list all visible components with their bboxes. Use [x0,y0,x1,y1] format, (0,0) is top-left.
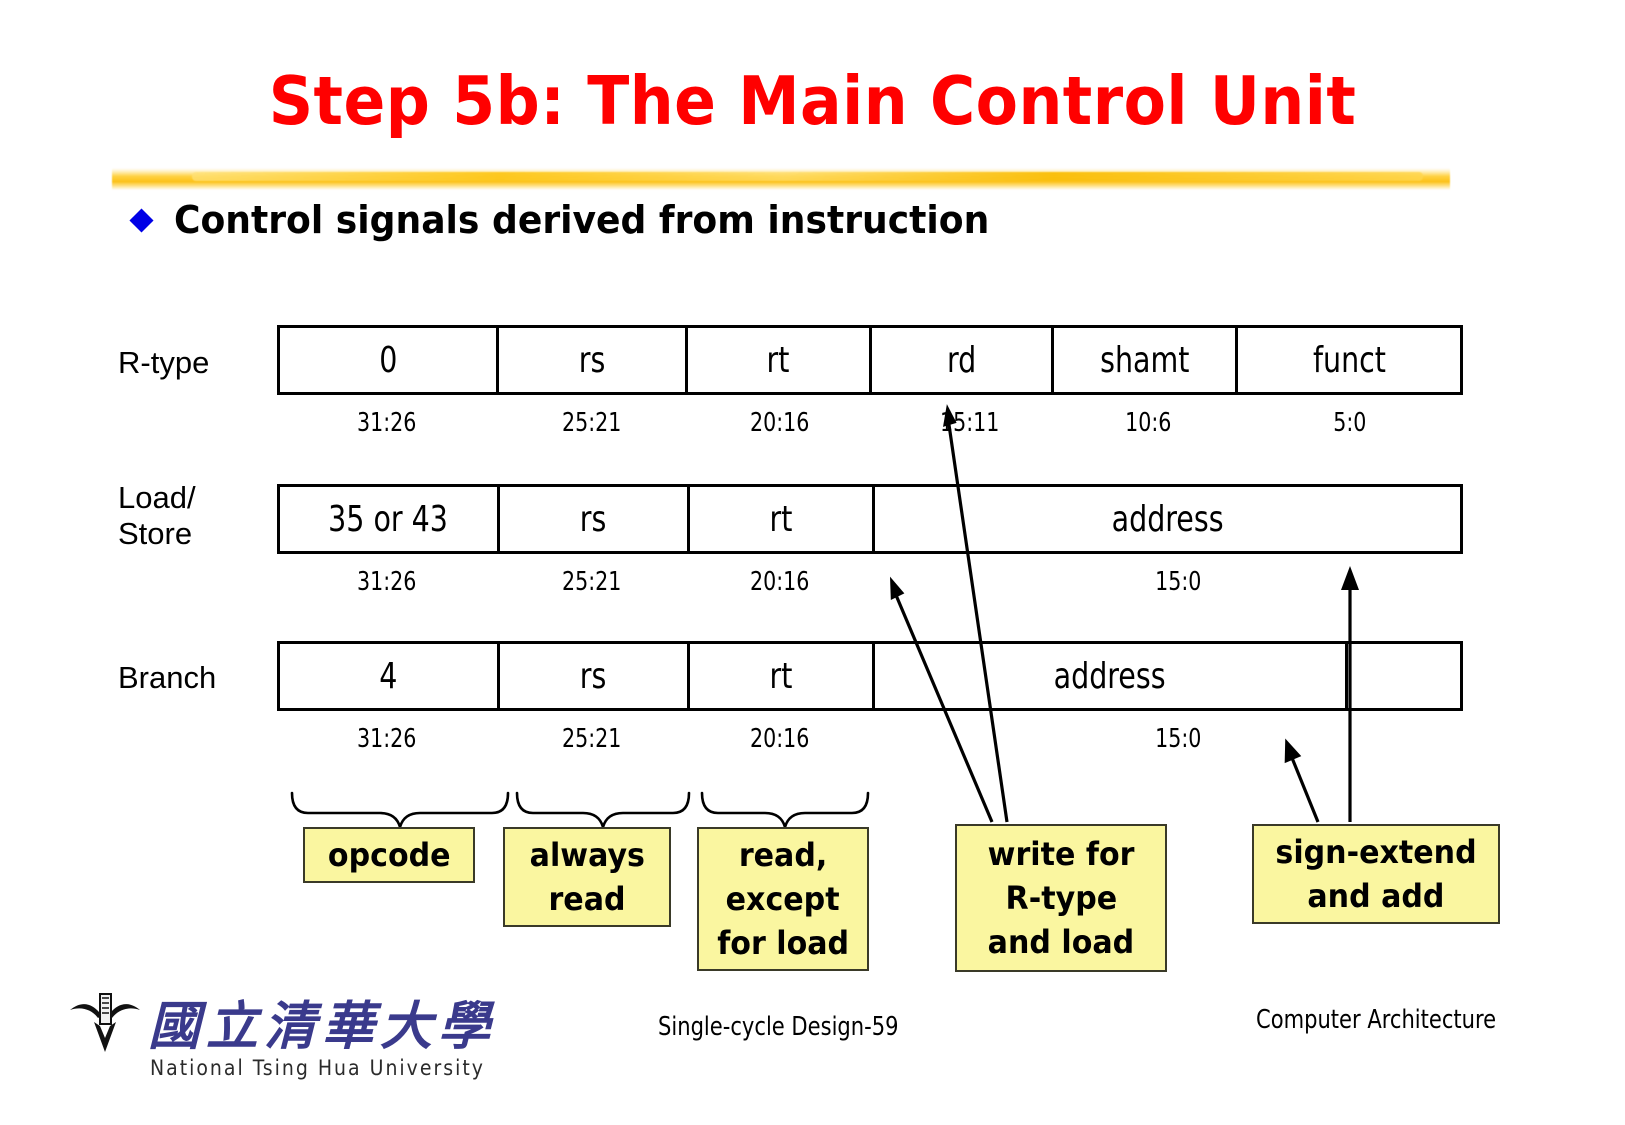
instruction-format-branch: 4 rs rt address [277,641,1463,711]
field-cell-shamt: shamt [1054,328,1239,392]
bit-range-r-2: 20:16 [750,408,810,438]
callout-sign-extend-and-add: sign-extend and add [1252,824,1500,924]
field-cell-rs: rs [500,487,690,551]
bit-range-r-5: 5:0 [1333,408,1367,438]
bit-range-ls-2: 20:16 [750,567,810,597]
arrow-line-rd [946,417,1009,823]
field-cell-opcode: 0 [280,328,499,392]
title-underline-brush [112,168,1450,190]
field-cell-rs: rs [500,644,690,708]
bit-range-b-2: 20:16 [750,724,810,754]
field-cell-funct: funct [1312,339,1386,381]
nthu-logo-mark-icon [70,993,140,1052]
bit-range-ls-1: 25:21 [562,567,622,597]
bit-range-ls-3: 15:0 [1154,567,1202,597]
field-cell-rt: rt [688,328,872,392]
field-cell-trailing [1348,644,1460,708]
field-cell-opcode: 35 or 43 [280,487,500,551]
bit-range-r-4: 10:6 [1124,408,1172,438]
row-label-r-type: R-type [118,345,210,380]
brace-opcode [290,791,510,832]
brace-rt [700,791,870,832]
bit-range-r-1: 25:21 [562,408,622,438]
arrow-line-addr-branch [1286,747,1320,823]
row-label-load-store: Load/ Store [118,480,196,552]
row-label-branch: Branch [118,660,217,695]
diamond-bullet-icon [129,207,154,233]
field-cell-address: address [1111,498,1224,540]
footer-slide-label: Single-cycle Design-59 [658,1012,899,1042]
bullet-row: Control signals derived from instruction [129,198,1032,242]
logo-english-name: National Tsing Hua University [150,1056,485,1080]
row-label-load-store-line2: Store [118,516,193,551]
arrowhead-addr-ls [1341,566,1359,590]
page-title: Step 5b: The Main Control Unit [268,62,1357,140]
instruction-format-load-store: 35 or 43 rs rt address [277,484,1463,554]
field-cell-rd: rd [872,328,1055,392]
bit-range-r-0: 31:26 [357,408,417,438]
bit-range-r-3: 15:11 [940,408,1000,438]
bullet-text: Control signals derived from instruction [174,198,990,242]
footer-course-label: Computer Architecture [1256,1005,1497,1035]
logo-chinese-name: 國立清華大學 [148,996,497,1057]
instruction-format-r-type: 0 rs rt rd shamt funct [277,325,1463,395]
arrowhead-rt-load [890,576,905,600]
callout-always-read: always read [503,827,671,927]
field-cell-address: address [875,644,1348,708]
bit-range-b-3: 15:0 [1154,724,1202,754]
field-cell-rt: rt [690,487,875,551]
bit-range-ls-0: 31:26 [357,567,417,597]
bit-range-b-0: 31:26 [357,724,417,754]
callout-opcode: opcode [303,827,475,883]
field-cell-rs: rs [499,328,688,392]
university-logo: 國立清華大學 National Tsing Hua University [60,988,490,1100]
row-label-load-store-line1: Load/ [118,480,196,515]
brace-rs [515,791,691,832]
callout-write-for-r-type-and-load: write for R-type and load [955,824,1167,972]
field-cell-rt: rt [690,644,875,708]
callout-read-except-for-load: read, except for load [697,827,869,971]
bit-range-b-1: 25:21 [562,724,622,754]
field-cell-opcode: 4 [280,644,500,708]
arrowhead-addr-branch [1284,738,1302,764]
